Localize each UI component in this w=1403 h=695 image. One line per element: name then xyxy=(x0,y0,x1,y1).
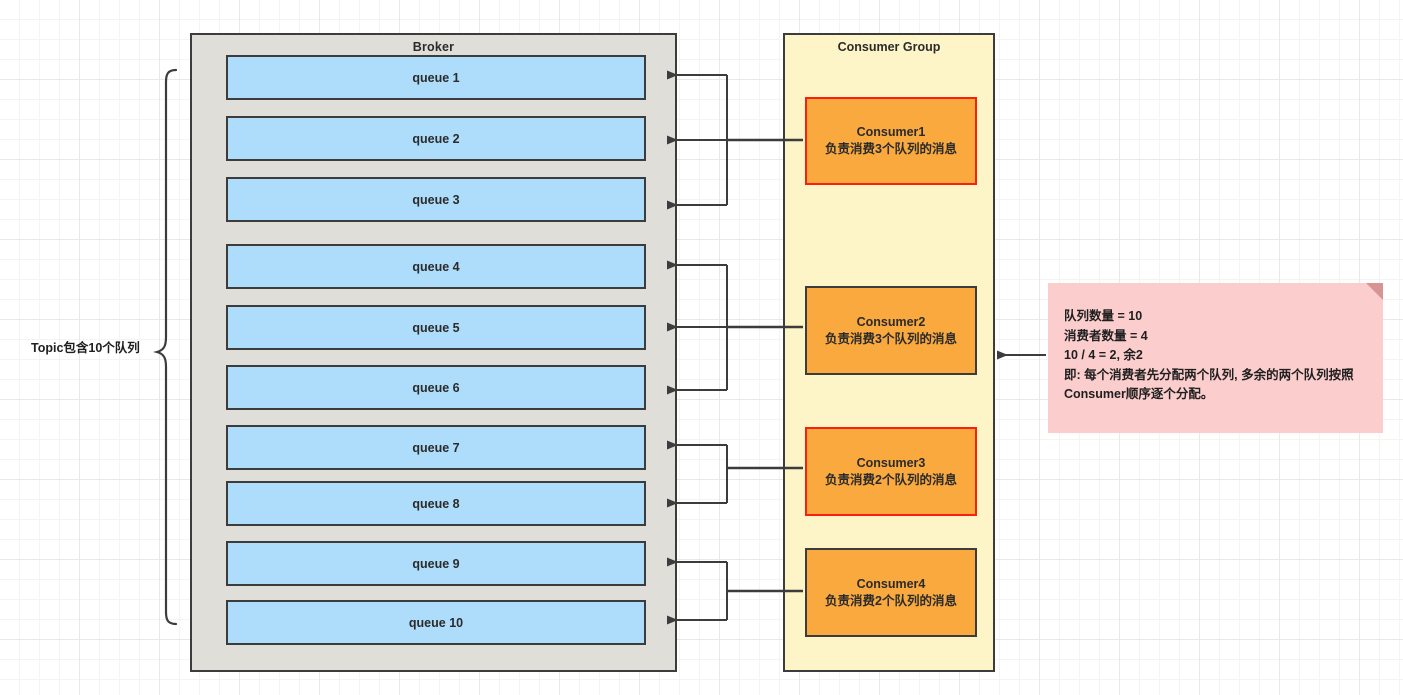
consumer-2-desc: 负责消费3个队列的消息 xyxy=(825,331,957,346)
queue-box-5[interactable]: queue 5 xyxy=(226,305,646,350)
queue-box-2[interactable]: queue 2 xyxy=(226,116,646,161)
queue-box-10[interactable]: queue 10 xyxy=(226,600,646,645)
consumer-box-1[interactable]: Consumer1 负责消费3个队列的消息 xyxy=(805,97,977,185)
consumer-3-name: Consumer3 xyxy=(856,455,926,470)
queue-box-6[interactable]: queue 6 xyxy=(226,365,646,410)
queue-box-1[interactable]: queue 1 xyxy=(226,55,646,100)
consumer-4-name: Consumer4 xyxy=(856,576,926,591)
queue-box-4[interactable]: queue 4 xyxy=(226,244,646,289)
topic-curly-brace xyxy=(153,68,178,626)
consumer-1-desc: 负责消费3个队列的消息 xyxy=(825,142,957,156)
consumer-group-container[interactable]: Consumer Group Consumer1 负责消费3个队列的消息 Con… xyxy=(783,33,995,672)
topic-brace-label: Topic包含10个队列 xyxy=(31,341,140,355)
consumer-box-3[interactable]: Consumer3 负责消费2个队列的消息 xyxy=(805,427,977,516)
queue-box-7[interactable]: queue 7 xyxy=(226,425,646,470)
consumer-4-desc: 负责消费2个队列的消息 xyxy=(825,593,957,608)
note-text: 队列数量 = 10 消费者数量 = 4 10 / 4 = 2, 余2 即: 每个… xyxy=(1064,309,1354,401)
queue-box-3[interactable]: queue 3 xyxy=(226,177,646,222)
consumer-group-title: Consumer Group xyxy=(837,40,941,54)
note-fold-corner-icon xyxy=(1366,283,1383,300)
broker-container[interactable]: Broker queue 1 queue 2 queue 3 queue 4 q… xyxy=(190,33,677,672)
consumer-1-name: Consumer1 xyxy=(856,125,926,139)
consumer-box-4[interactable]: Consumer4 负责消费2个队列的消息 xyxy=(805,548,977,637)
consumer-box-2[interactable]: Consumer2 负责消费3个队列的消息 xyxy=(805,286,977,375)
queue-box-9[interactable]: queue 9 xyxy=(226,541,646,586)
broker-title: Broker xyxy=(412,40,455,54)
consumer-3-desc: 负责消费2个队列的消息 xyxy=(825,472,957,487)
queue-box-8[interactable]: queue 8 xyxy=(226,481,646,526)
consumer-2-name: Consumer2 xyxy=(856,314,926,329)
note-box[interactable]: 队列数量 = 10 消费者数量 = 4 10 / 4 = 2, 余2 即: 每个… xyxy=(1048,283,1383,433)
